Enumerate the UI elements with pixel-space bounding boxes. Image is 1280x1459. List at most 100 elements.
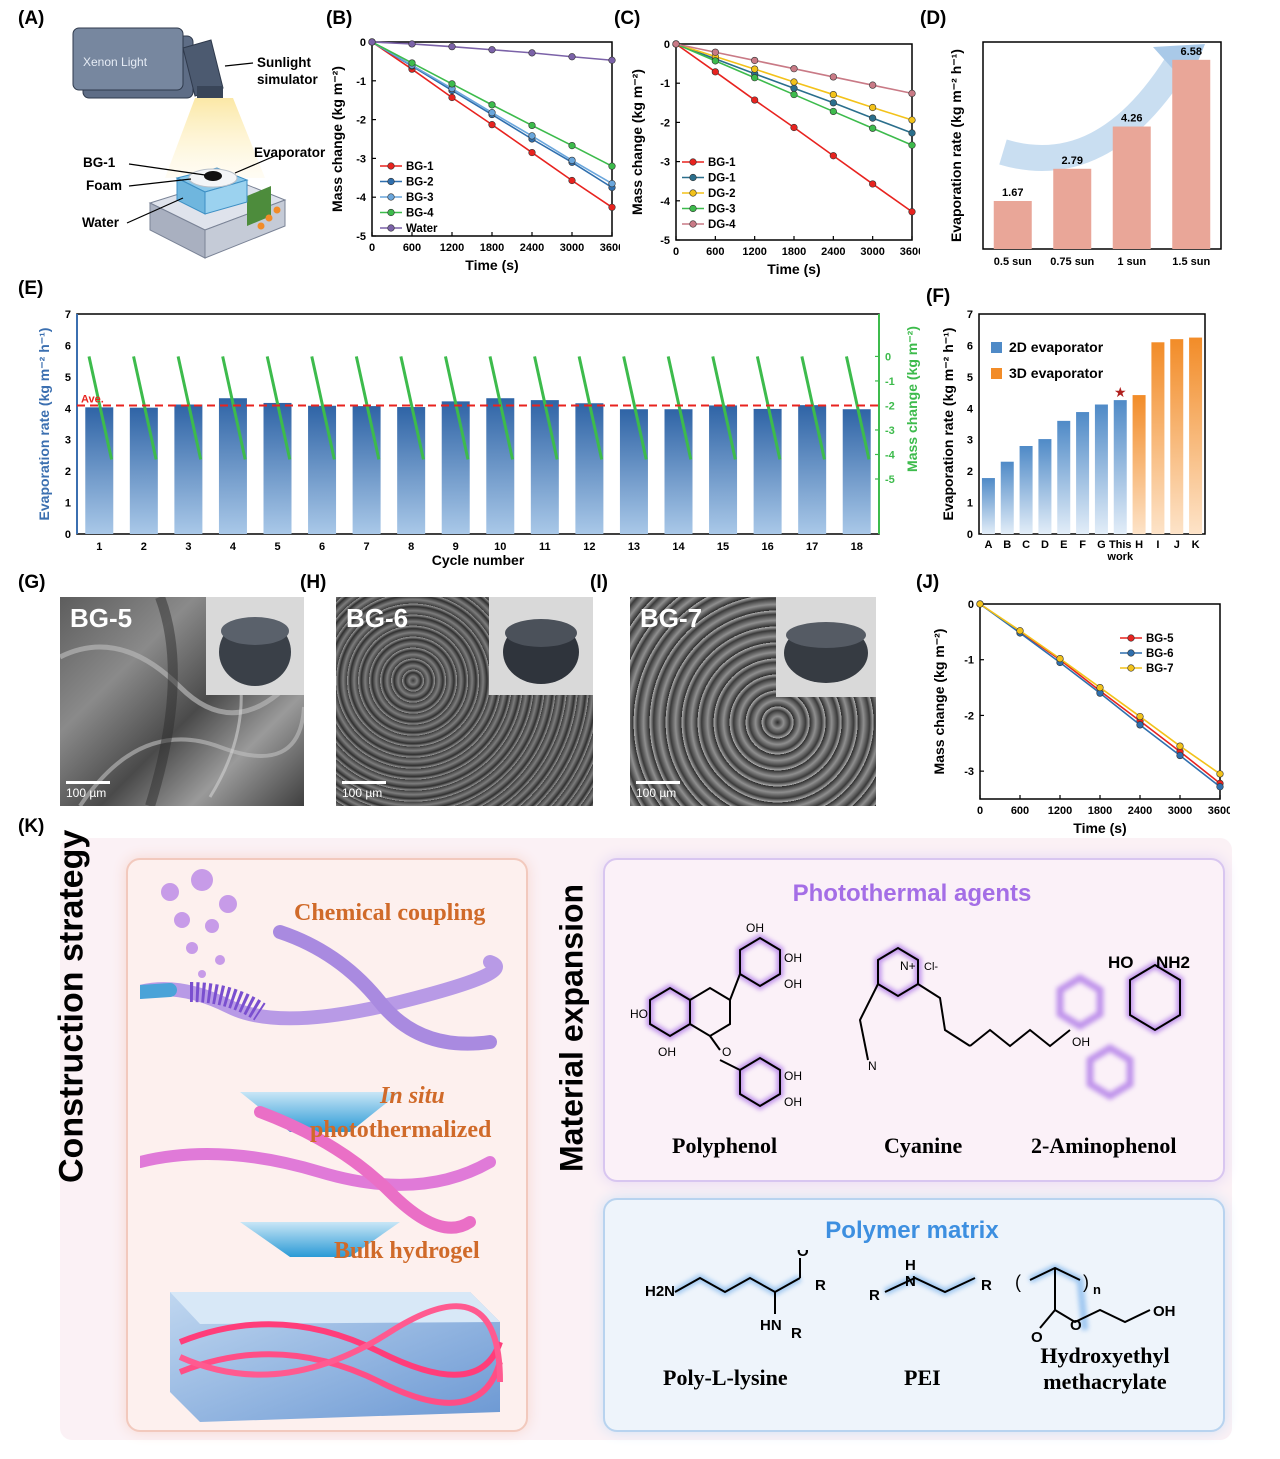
legend-marker [387, 162, 395, 170]
mass-change-segment [488, 356, 515, 460]
data-point [408, 40, 416, 48]
y-tick-label: 2 [967, 466, 973, 478]
data-point [711, 68, 719, 76]
y-axis-label: Evaporation rate (kg m⁻² h⁻¹) [948, 49, 964, 242]
svg-text:OH: OH [658, 1045, 676, 1059]
x-tick-label: 3600 [900, 246, 920, 258]
svg-text:HO: HO [630, 1007, 648, 1021]
x-tick-label: 15 [717, 541, 729, 553]
y2-axis-label: Mass change (kg m⁻²) [904, 326, 920, 472]
y2-tick-label: -4 [885, 449, 896, 461]
balance-display [247, 186, 271, 226]
y-tick-label: -2 [356, 115, 366, 127]
bar [1000, 461, 1014, 534]
x-tick-label: K [1192, 539, 1200, 551]
y-tick-label: -2 [964, 710, 974, 722]
y2-tick-label: -3 [885, 425, 895, 437]
y-tick-label: -1 [964, 655, 974, 667]
agent-polyphenol: Polyphenol [672, 1133, 778, 1158]
x-tick-label: 18 [851, 541, 863, 553]
svg-text:H: H [905, 1257, 916, 1274]
light-beam [165, 98, 265, 178]
panel-label-d: (D) [920, 8, 947, 29]
bar [218, 398, 247, 534]
x-tick-label: 11 [539, 541, 551, 553]
bar [1113, 400, 1127, 534]
polymer-matrix-title: Polymer matrix [825, 1217, 999, 1244]
data-point [976, 600, 984, 608]
x-tick-label: 7 [364, 541, 370, 553]
sem-image-bg-7: BG-7 100 µm [630, 597, 876, 806]
leader-line [126, 197, 184, 224]
scale-bar-label: 100 µm [636, 786, 677, 800]
svg-text:OH: OH [746, 921, 764, 935]
x-tick-label: 3600 [1208, 805, 1230, 817]
data-point [488, 101, 496, 109]
star-icon: ★ [1114, 384, 1127, 400]
data-point [448, 43, 456, 51]
svg-text:R: R [791, 1325, 802, 1342]
legend-marker [387, 193, 395, 201]
photothermal-agents-box [603, 858, 1225, 1182]
x-tick-label: 1800 [1088, 805, 1112, 817]
legend-label: BG-4 [406, 208, 434, 220]
x-tick-label: 9 [453, 541, 459, 553]
data-point [869, 180, 877, 188]
x-tick-label: H [1135, 539, 1143, 551]
bar [981, 478, 995, 534]
sample-photo-inset [489, 597, 593, 695]
data-point [829, 99, 837, 107]
bar-value-label: 1.67 [1002, 187, 1023, 199]
data-point [790, 65, 798, 73]
x-tick-label: 14 [672, 541, 685, 553]
data-point [869, 124, 877, 132]
data-point [790, 84, 798, 92]
svg-text:OH: OH [1072, 1035, 1090, 1049]
bar [1076, 412, 1090, 534]
bar [1112, 126, 1151, 249]
y-tick-label: 2 [65, 466, 71, 478]
data-point [908, 208, 916, 216]
data-point [751, 96, 759, 104]
bar [575, 403, 604, 534]
y-tick-label: 4 [65, 403, 72, 415]
x-tick-label: G [1097, 539, 1106, 551]
bar [1038, 439, 1052, 534]
bar [842, 409, 871, 534]
bar [1019, 446, 1033, 534]
y-tick-label: 0 [65, 529, 71, 541]
y-tick-label: 0 [967, 529, 973, 541]
y-tick-label: -3 [660, 157, 670, 169]
legend-marker [1127, 649, 1135, 657]
y-tick-label: 5 [967, 372, 973, 384]
leader-line [234, 154, 278, 174]
data-point [448, 93, 456, 102]
x-tick-label: 600 [403, 242, 421, 254]
legend-label: DG-1 [708, 173, 736, 185]
data-point [608, 203, 616, 211]
chart-b-mass-change: 0600120018002400300036000-1-2-3-4-5Time … [330, 37, 620, 273]
lamp-lens [197, 86, 223, 98]
sample-photo-inset [206, 597, 304, 695]
polymer-poly-l-lysine: Poly-L-lysine [663, 1365, 788, 1390]
leader-line [128, 178, 192, 187]
bar [174, 404, 203, 534]
mass-change-segment [132, 356, 158, 460]
svg-text:OH: OH [784, 951, 802, 965]
y-axis-label: Mass change (kg m⁻²) [330, 66, 345, 212]
y2-tick-label: -5 [885, 474, 895, 486]
x-axis-label: Cycle number [432, 552, 525, 568]
x-tick-label: work [1106, 551, 1134, 563]
mass-change-segment [443, 356, 470, 460]
bar [1189, 337, 1203, 534]
y-tick-label: 0 [968, 599, 974, 611]
legend-label: BG-3 [406, 192, 433, 204]
data-point [869, 81, 877, 89]
photothermal-agents-title: Photothermal agents [792, 880, 1032, 907]
bar [352, 406, 381, 534]
plot-frame [978, 313, 1206, 535]
mass-change-segment [844, 356, 871, 460]
svg-text:R: R [869, 1287, 880, 1304]
data-point [408, 59, 416, 67]
